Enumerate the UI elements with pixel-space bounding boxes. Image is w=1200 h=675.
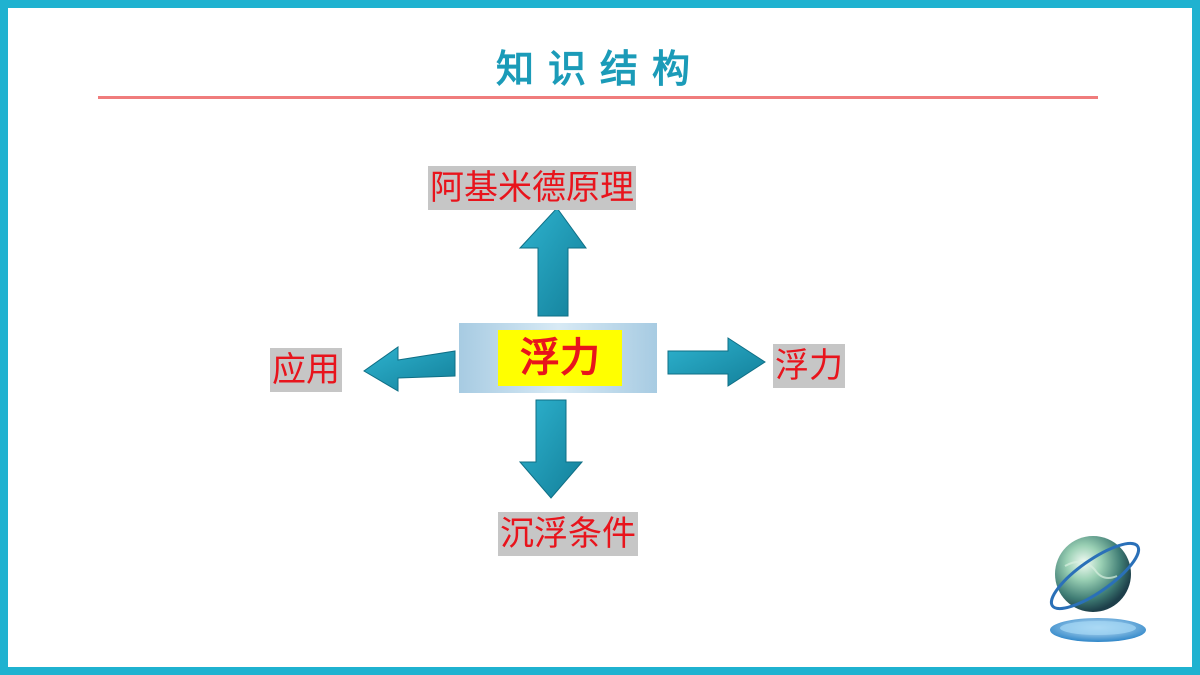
arrow-right: [667, 337, 766, 387]
node-right: 浮力: [773, 344, 845, 388]
globe-icon: [1049, 536, 1146, 642]
arrow-up: [518, 207, 587, 317]
arrow-down: [518, 399, 584, 499]
node-bottom: 沉浮条件: [498, 512, 638, 556]
node-left: 应用: [270, 348, 342, 392]
center-node-label: 浮力: [498, 330, 622, 386]
node-top: 阿基米德原理: [428, 166, 636, 210]
page-title: 知识结构: [495, 47, 704, 91]
arrow-left: [363, 346, 456, 392]
title-divider: [98, 96, 1098, 99]
diagram-arrows: [363, 207, 766, 499]
